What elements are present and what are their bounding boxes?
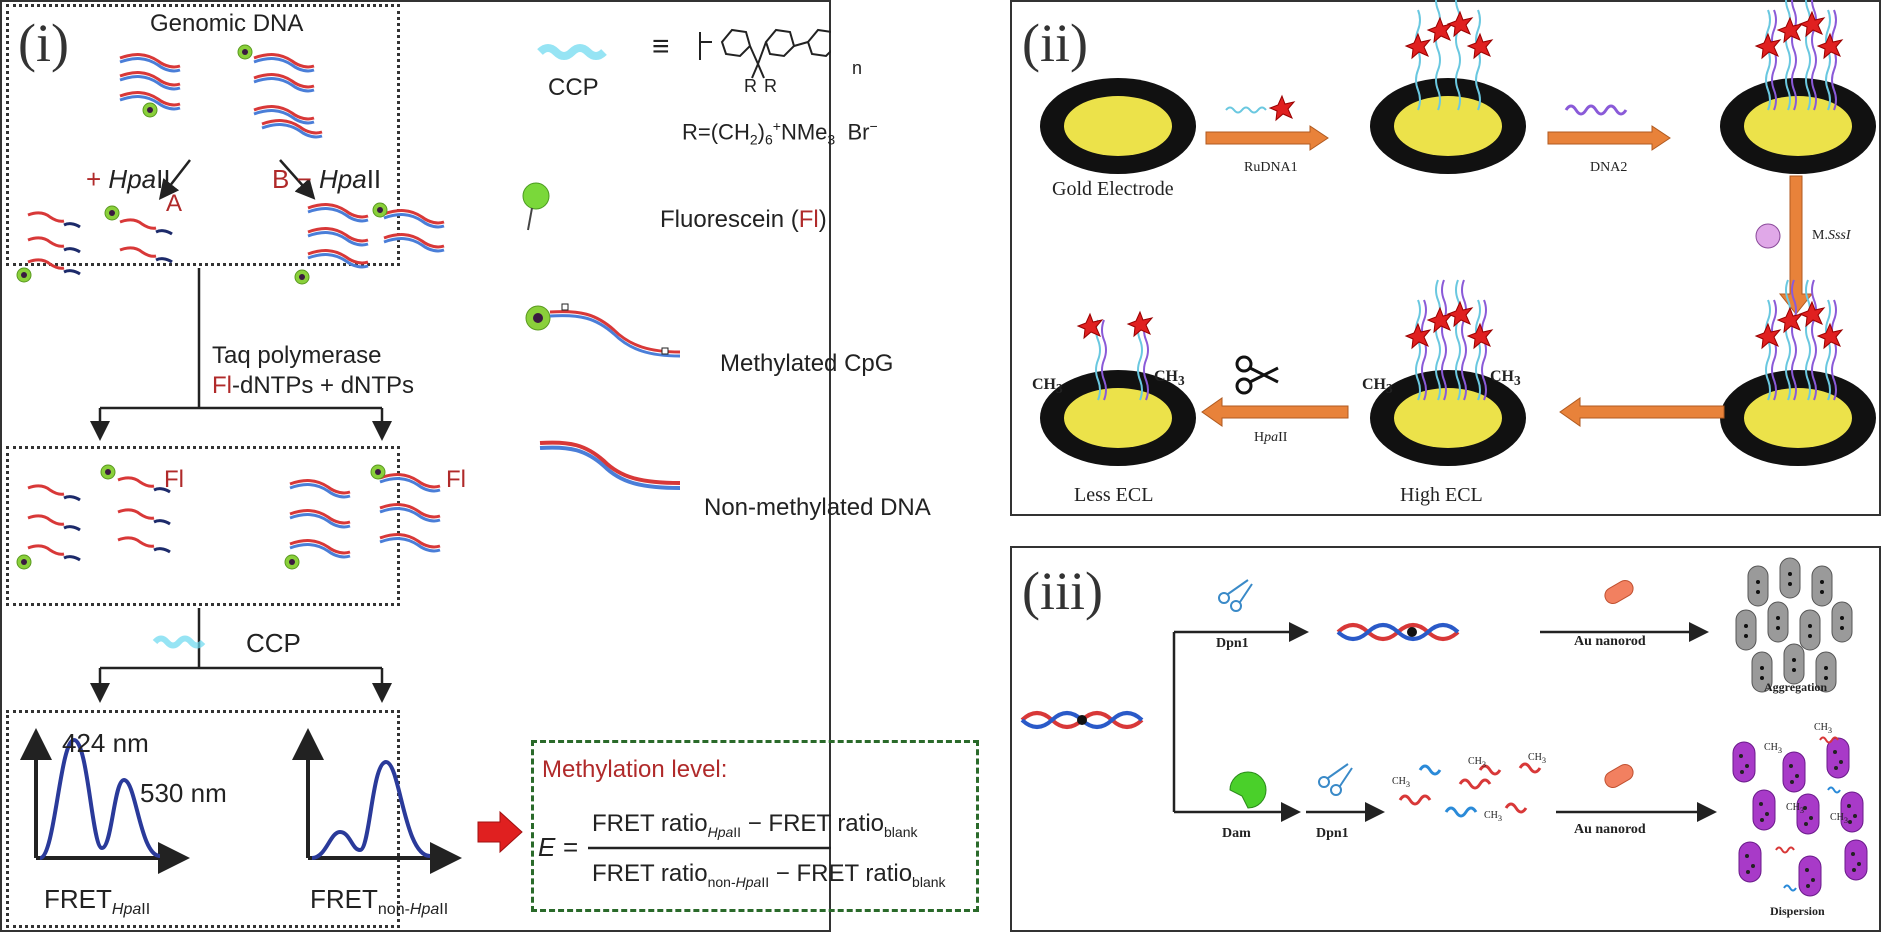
methylated-cpg-label: Methylated CpG	[720, 350, 894, 377]
ch3-frag-4: CH3	[1484, 810, 1503, 823]
dam-label: Dam	[1222, 826, 1251, 841]
dpn1-scissors-icon-1	[1218, 579, 1253, 612]
fret-spectra-box	[6, 710, 400, 928]
dpn1-label-bottom: Dpn1	[1316, 826, 1349, 841]
gold-electrode-label: Gold Electrode	[1052, 178, 1174, 200]
non-methylated-dna-label: Non-methylated DNA	[704, 494, 931, 521]
ch3-frag-1: CH3	[1392, 776, 1411, 789]
genomic-dna-box	[6, 4, 400, 266]
peak-530-label: 530 nm	[140, 778, 227, 808]
ch3-label-2: CH3	[1154, 368, 1185, 389]
au-nanorod-icon-1	[1604, 580, 1634, 604]
orange-arrow-left-1	[1559, 397, 1725, 427]
ccp-legend-icon	[537, 44, 607, 60]
panel-ii-label: (ii)	[1022, 13, 1088, 73]
r-label-2: R	[764, 76, 777, 96]
panel-iii-label: (iii)	[1022, 561, 1103, 621]
panel-i	[0, 0, 831, 932]
equiv-symbol: ≡	[652, 30, 670, 63]
methylated-cpg-icon	[525, 303, 681, 358]
minus-hpaii-label: B − HpaII	[272, 164, 382, 194]
dna2-label: DNA2	[1590, 160, 1628, 175]
fret-non-hpaii-label: FRETnon-HpaII	[310, 884, 449, 919]
non-methylated-dna-icon	[539, 440, 681, 490]
ch3-label-3: CH3	[1362, 376, 1393, 397]
ccp-structure	[699, 28, 831, 79]
fl-label-left: Fl	[164, 466, 184, 493]
panel-i-label: (i)	[18, 13, 69, 73]
panel-iii	[1010, 546, 1881, 932]
genomic-dna-label: Genomic DNA	[150, 10, 304, 37]
orange-arrow-left-2	[1201, 397, 1349, 427]
path-a-label: A	[166, 190, 183, 217]
arrow-b	[279, 159, 316, 200]
dpn1-scissors-icon-2	[1318, 763, 1353, 796]
arrow-a	[158, 159, 191, 200]
fret-hpaii-label: FRETHpaII	[44, 884, 151, 919]
scissors-icon	[1235, 355, 1279, 395]
peak-424-label: 424 nm	[62, 728, 149, 758]
ccp-step-label: CCP	[246, 628, 301, 658]
ch3-disp-1: CH3	[1764, 742, 1783, 755]
aggregation-cluster	[1735, 557, 1853, 693]
fl-dntps-label: Fl-dNTPs + dNTPs	[212, 372, 415, 399]
rudna1-label: RuDNA1	[1244, 160, 1298, 175]
plus-hpaii-label: + HpaII	[86, 164, 171, 194]
au-nanorod-label-top: Au nanorod	[1574, 634, 1646, 649]
ch3-label-1: CH3	[1032, 376, 1063, 397]
ccp-legend-label: CCP	[548, 74, 599, 101]
ch3-frag-2: CH3	[1468, 756, 1487, 769]
au-nanorod-icon-2	[1604, 764, 1634, 788]
high-ecl-label: High ECL	[1400, 484, 1483, 506]
panel-i-graphics	[16, 28, 831, 874]
aggregation-label: Aggregation	[1764, 680, 1828, 694]
n-subscript: n	[852, 58, 863, 78]
ccp-polymer-icon	[152, 635, 206, 649]
taq-polymerase-label: Taq polymerase	[212, 342, 382, 369]
orange-arrow-down	[1778, 175, 1814, 315]
ch3-disp-3: CH3	[1786, 802, 1805, 815]
cleaved-helix	[1336, 623, 1460, 641]
msssi-enzyme-icon	[1755, 223, 1781, 249]
formula-denominator: FRET rationon-HpaII − FRET ratioblank	[592, 860, 946, 890]
dam-enzyme-icon	[1229, 771, 1267, 809]
ch3-disp-4: CH3	[1830, 812, 1849, 825]
ch3-label-4: CH3	[1490, 368, 1521, 389]
spectrum-left	[20, 728, 190, 874]
fl-label-right: Fl	[446, 466, 466, 493]
r-formula: R=(CH2)6+NMe3 Br−	[682, 118, 878, 148]
msssi-label: M.SssI	[1812, 228, 1851, 243]
hpaii-label: HpaII	[1254, 430, 1288, 445]
dpn1-label-top: Dpn1	[1216, 636, 1249, 651]
ch3-frag-3: CH3	[1528, 752, 1547, 765]
ch3-disp-2: CH3	[1814, 722, 1833, 735]
fluorescein-icon	[522, 182, 550, 210]
au-nanorod-label-bottom: Au nanorod	[1574, 822, 1646, 837]
less-ecl-label: Less ECL	[1074, 484, 1154, 506]
dispersion-label: Dispersion	[1770, 904, 1825, 918]
cleaved-fragments	[1398, 762, 1542, 818]
pcr-product-box	[6, 446, 400, 606]
formula-e: E =	[538, 832, 578, 862]
methylation-level-title: Methylation level:	[542, 756, 728, 783]
spectrum-right	[292, 728, 462, 874]
r-label-1: R	[744, 76, 757, 96]
formula-numerator: FRET ratioHpaII − FRET ratioblank	[592, 810, 918, 840]
methylation-formula-box	[531, 740, 979, 912]
red-arrow-icon	[477, 810, 523, 854]
fluorescein-label: Fluorescein (Fl)	[660, 206, 827, 233]
